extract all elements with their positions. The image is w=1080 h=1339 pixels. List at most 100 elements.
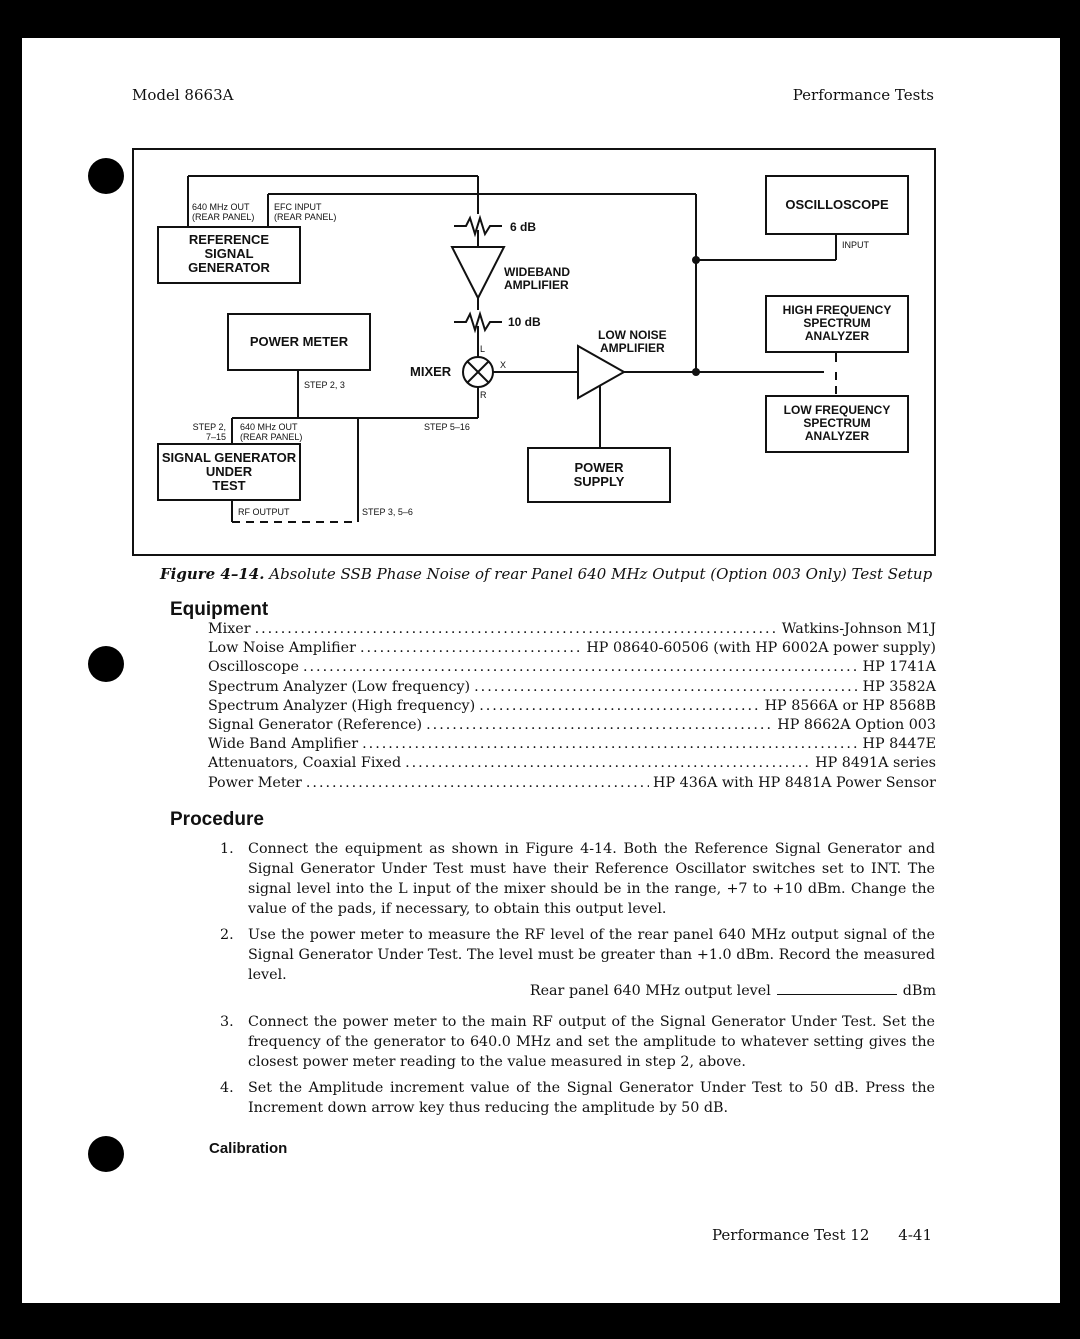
binder-hole: [88, 1136, 124, 1172]
equipment-name: Mixer: [208, 621, 251, 637]
document-page: Model 8663A Performance Tests: [22, 38, 1060, 1303]
equipment-model: HP 08640-60506 (with HP 6002A power supp…: [586, 640, 936, 657]
step-text: Set the Amplitude increment value of the…: [248, 1080, 935, 1116]
lna-label-1: LOW NOISE: [598, 328, 667, 342]
equipment-name: Oscilloscope: [208, 659, 299, 676]
equipment-name: Spectrum Analyzer (Low frequency): [208, 678, 471, 695]
ref-out-label-1: 640 MHz OUT: [192, 202, 250, 212]
equipment-row: Signal Generator (Reference)............…: [208, 717, 936, 736]
hf-analyzer-label-3: ANALYZER: [805, 329, 870, 343]
equipment-model: HP 8662A Option 003: [777, 717, 936, 733]
equipment-name: Signal Generator (Reference): [208, 717, 423, 733]
leader-dots: ........................................…: [426, 717, 773, 733]
atten-6db-label: 6 dB: [510, 220, 536, 234]
equipment-model: HP 8447E: [862, 736, 936, 753]
lf-analyzer-label-1: LOW FREQUENCY: [784, 403, 891, 417]
equipment-name: Spectrum Analyzer (High frequency): [208, 697, 476, 714]
wideband-label-1: WIDEBAND: [504, 265, 570, 279]
leader-dots: ........................................…: [362, 736, 858, 753]
equipment-name: Attenuators, Coaxial Fixed: [208, 755, 402, 772]
reference-label-3: GENERATOR: [188, 260, 270, 275]
test-setup-diagram: REFERENCE SIGNAL GENERATOR 640 MHz OUT (…: [132, 148, 936, 556]
equipment-row: Attenuators, Coaxial Fixed..............…: [208, 755, 936, 774]
reference-label-1: REFERENCE: [189, 232, 270, 247]
sgut-out-label-1: 640 MHz OUT: [240, 422, 298, 432]
equipment-row: Spectrum Analyzer (High frequency)......…: [208, 698, 936, 717]
equipment-model: HP 436A with HP 8481A Power Sensor: [653, 774, 936, 791]
mixer-x-port: X: [500, 360, 506, 370]
leader-dots: ........................................…: [302, 659, 859, 676]
step-text: Connect the equipment as shown in Figure…: [248, 841, 935, 917]
block-diagram: REFERENCE SIGNAL GENERATOR 640 MHz OUT (…: [157, 175, 909, 523]
step-2-7-15-label-2: 7–15: [206, 432, 226, 442]
sgut-label-3: TEST: [212, 478, 245, 493]
mixer-r-port: R: [480, 390, 487, 400]
mixer-l-port: L: [480, 344, 485, 354]
step-2-7-15-label-1: STEP 2,: [193, 422, 226, 432]
figure-caption: Figure 4–14. Absolute SSB Phase Noise of…: [160, 565, 932, 583]
header-section: Performance Tests: [792, 86, 934, 104]
step-text: Use the power meter to measure the RF le…: [248, 927, 935, 983]
equipment-name: Power Meter: [208, 774, 302, 791]
equipment-name: Low Noise Amplifier: [208, 640, 356, 657]
reference-label-2: SIGNAL: [204, 246, 253, 261]
footer-page-number: 4-41: [898, 1226, 932, 1244]
lna-symbol: [577, 344, 627, 400]
equipment-model: HP 3582A: [862, 678, 936, 695]
lf-analyzer-box: [765, 395, 909, 453]
step-number: 1.: [220, 841, 234, 857]
leader-dots: ........................................…: [359, 640, 583, 657]
step-number: 3.: [220, 1014, 234, 1030]
record-line: Rear panel 640 MHz output level dBm: [530, 983, 936, 999]
hf-analyzer-label-1: HIGH FREQUENCY: [783, 303, 892, 317]
power-supply-box: [527, 447, 671, 503]
leader-dots: ........................................…: [479, 697, 761, 714]
record-label: Rear panel 640 MHz output level: [529, 983, 771, 999]
equipment-model: Watkins-Johnson M1J: [781, 621, 936, 637]
binder-hole: [88, 158, 124, 194]
lf-analyzer-label-2: SPECTRUM: [803, 416, 870, 430]
binder-hole: [88, 646, 124, 682]
procedure-step-3: 3. Connect the power meter to the main R…: [220, 1012, 935, 1072]
procedure-heading: Procedure: [170, 809, 264, 830]
step-5-16-label: STEP 5–16: [424, 422, 470, 432]
procedure-step-1: 1. Connect the equipment as shown in Fig…: [220, 839, 935, 919]
leader-dots: ........................................…: [405, 755, 811, 772]
lna-label-2: AMPLIFIER: [600, 341, 665, 355]
header-model: Model 8663A: [132, 86, 234, 104]
sgut-label-2: UNDER: [206, 464, 253, 479]
equipment-row: Oscilloscope............................…: [208, 659, 936, 678]
procedure-step-2: 2. Use the power meter to measure the RF…: [220, 925, 935, 985]
record-blank: [776, 994, 897, 995]
atten-10db-label: 10 dB: [508, 315, 541, 329]
equipment-model: HP 8491A series: [815, 755, 936, 772]
equipment-row: Spectrum Analyzer (Low frequency).......…: [208, 679, 936, 698]
equipment-model: HP 1741A: [862, 659, 936, 676]
calibration-heading: Calibration: [209, 1140, 288, 1157]
equipment-model: HP 8566A or HP 8568B: [764, 697, 936, 714]
equipment-row: Wide Band Amplifier.....................…: [208, 736, 936, 755]
equipment-name: Wide Band Amplifier: [208, 736, 359, 753]
figure-number: Figure 4–14.: [160, 565, 265, 583]
footer-section: Performance Test 12: [712, 1226, 870, 1244]
lf-analyzer-label-3: ANALYZER: [805, 429, 870, 443]
step-number: 2.: [220, 927, 234, 943]
equipment-heading: Equipment: [170, 599, 269, 620]
sgut-out-label-2: (REAR PANEL): [240, 432, 302, 442]
equipment-row: Power Meter.............................…: [208, 775, 936, 794]
oscilloscope-input-label: INPUT: [842, 240, 870, 250]
mixer-label: MIXER: [410, 364, 452, 379]
leader-dots: ........................................…: [305, 774, 649, 791]
power-supply-label-1: POWER: [574, 460, 624, 475]
step-text: Connect the power meter to the main RF o…: [248, 1014, 935, 1070]
hf-analyzer-label-2: SPECTRUM: [803, 316, 870, 330]
wideband-label-2: AMPLIFIER: [504, 278, 569, 292]
equipment-row: Mixer...................................…: [208, 621, 936, 640]
efc-input-label-2: (REAR PANEL): [274, 212, 336, 222]
figure-title: Absolute SSB Phase Noise of rear Panel 6…: [269, 565, 933, 583]
step-3-5-6-label: STEP 3, 5–6: [362, 507, 413, 517]
efc-input-label-1: EFC INPUT: [274, 202, 322, 212]
record-unit: dBm: [902, 983, 936, 999]
wideband-amplifier-symbol: [450, 246, 506, 301]
oscilloscope-box: [765, 175, 909, 235]
